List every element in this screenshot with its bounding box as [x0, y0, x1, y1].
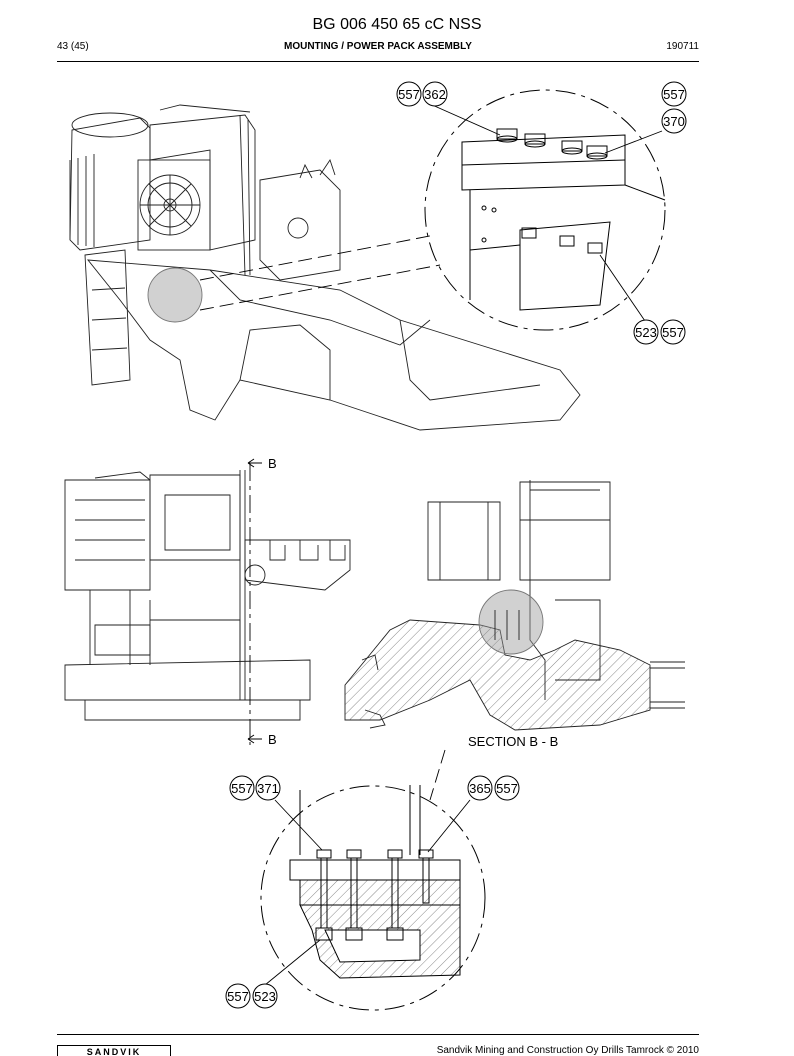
callout-bubble: [633, 319, 659, 345]
callout-523: 523: [254, 989, 276, 1004]
callout-bubble: [660, 319, 686, 345]
callout-557: 557: [662, 325, 684, 340]
callout-523: 523: [635, 325, 657, 340]
footer-rule: [57, 1034, 699, 1035]
bolt-column-1: [315, 849, 333, 941]
callout-bubble: [494, 775, 520, 801]
callout-bubble: [661, 81, 687, 107]
callout-bubble: [396, 81, 422, 107]
callout-557: 557: [227, 989, 249, 1004]
bolt-heads-row: [496, 128, 608, 160]
page-number: 43 (45): [57, 41, 89, 52]
callout-557: 557: [398, 87, 420, 102]
callout-bubble: [467, 775, 493, 801]
footer-copyright: Sandvik Mining and Construction Oy Drill…: [436, 1045, 699, 1056]
callout-370: 370: [663, 114, 685, 129]
callout-bubble: [229, 775, 255, 801]
callout-bubble: [422, 81, 448, 107]
callout-557: 557: [663, 87, 685, 102]
detail-view-top: [424, 89, 666, 331]
callout-bubble: [225, 983, 251, 1009]
callout-bubble: [661, 108, 687, 134]
section-label: SECTION B - B: [468, 734, 558, 749]
callout-371: 371: [257, 781, 279, 796]
section-b-b-view: [344, 480, 685, 731]
header-row: 43 (45) MOUNTING / POWER PACK ASSEMBLY 1…: [57, 41, 699, 55]
callout-557: 557: [496, 781, 518, 796]
bolt-column-4: [418, 849, 434, 904]
nut-row-lower: [521, 227, 603, 254]
document-code: 190711: [666, 41, 699, 52]
bolt-column-2: [345, 849, 363, 941]
callout-bubble: [252, 983, 278, 1009]
callout-362: 362: [424, 87, 446, 102]
section-marker-b-bottom: B: [268, 732, 277, 747]
sandvik-logo: SANDVIK: [57, 1045, 171, 1056]
side-view-left: [64, 470, 351, 721]
bolt-column-3: [386, 849, 404, 941]
document-title: BG 006 450 65 cC NSS: [312, 16, 482, 33]
callout-bubble: [255, 775, 281, 801]
header-rule: [57, 61, 699, 62]
callout-365: 365: [469, 781, 491, 796]
detail-view-bottom: [260, 785, 486, 1011]
section-marker-b-top: B: [268, 456, 277, 471]
callout-557: 557: [231, 781, 253, 796]
section-title: MOUNTING / POWER PACK ASSEMBLY: [284, 41, 472, 52]
isometric-power-pack-view: [69, 104, 581, 431]
